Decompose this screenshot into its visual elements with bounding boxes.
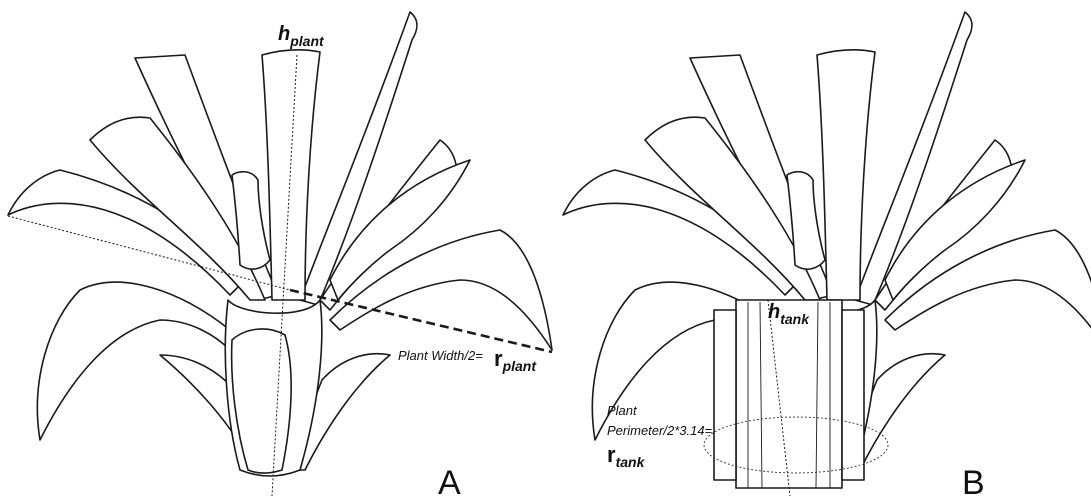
plant-drawing-a: [8, 12, 552, 476]
panel-label-b: B: [962, 464, 985, 500]
plant-radius-label: rplant: [494, 346, 537, 374]
plant-height-label: hplant: [278, 23, 325, 49]
tank-perimeter-label-line1: Plant: [607, 403, 638, 418]
tank-perimeter-label-line2: Perimeter/2*3.14=: [607, 423, 713, 438]
plant-width-label: Plant Width/2=: [398, 348, 483, 363]
tank-radius-label: rtank: [607, 442, 646, 470]
tank-cylinder: [714, 300, 864, 488]
panel-label-a: A: [438, 464, 461, 500]
